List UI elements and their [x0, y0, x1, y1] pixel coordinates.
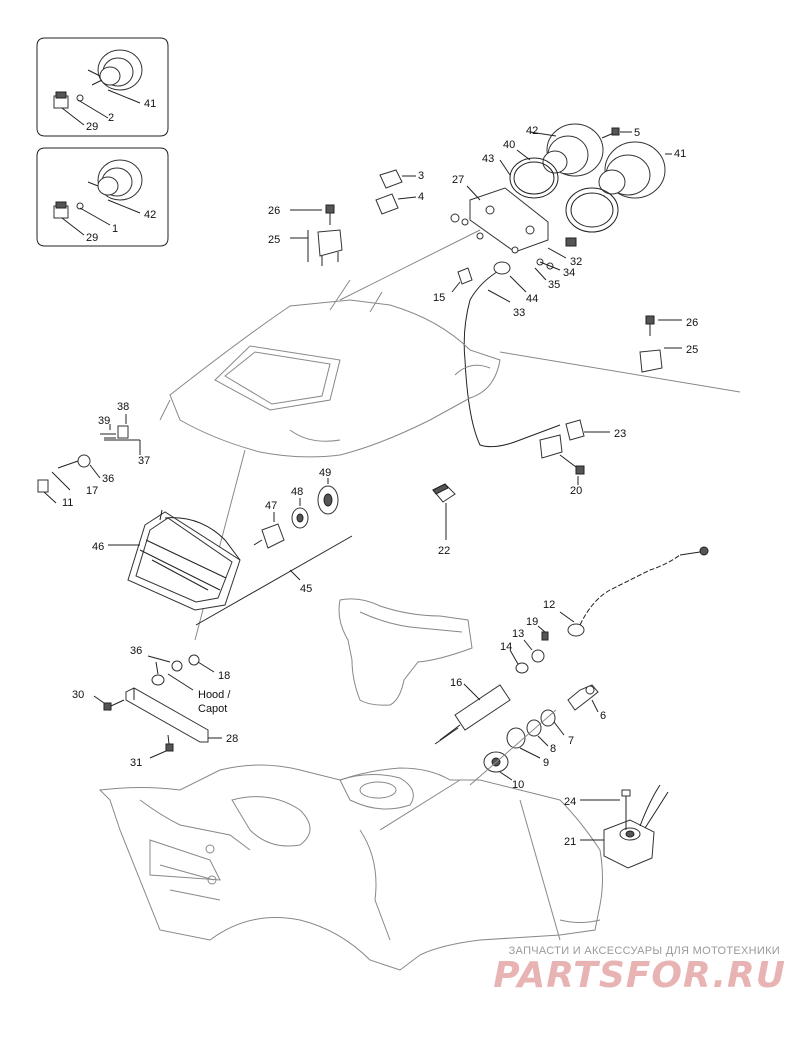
capot-label: Capot: [198, 703, 227, 715]
callout-25: 25: [268, 234, 280, 246]
callout-24: 24: [564, 796, 576, 808]
ring-40-icon: [509, 157, 559, 199]
callout-4: 4: [418, 191, 424, 203]
callout-18: 18: [218, 670, 230, 682]
bracket-28-icon: [125, 687, 209, 743]
callout-26: 26: [686, 317, 698, 329]
frame-outline: [98, 709, 603, 971]
switch-16-icon: [434, 684, 511, 745]
callout-2: 2: [108, 112, 114, 124]
callout-44: 44: [526, 293, 538, 305]
callout-20: 20: [570, 485, 582, 497]
adjuster-group: 38 39 37 36 17 11: [37, 401, 150, 509]
callout-10: 10: [512, 779, 524, 791]
ring-41-icon: [565, 187, 619, 233]
bolt-24-icon: [621, 789, 631, 830]
callout-33: 33: [513, 307, 525, 319]
screw-5-icon: [601, 127, 620, 139]
callout-35: 35: [548, 279, 560, 291]
gauge-42-icon: [87, 159, 143, 201]
bracket-27-icon: [450, 187, 577, 270]
cable-33-icon: [463, 261, 561, 448]
callout-48: 48: [291, 486, 303, 498]
callout-16: 16: [450, 677, 462, 689]
callout-21: 21: [564, 836, 576, 848]
callout-29: 29: [86, 121, 98, 133]
callout-8: 8: [550, 743, 556, 755]
callout-45: 45: [300, 583, 312, 595]
connector-group: 23 20 22: [432, 419, 626, 557]
callout-15: 15: [433, 292, 445, 304]
callout-43: 43: [482, 153, 494, 165]
gauge-42-main-icon: [542, 123, 604, 177]
callout-17: 17: [86, 485, 98, 497]
callout-40: 40: [503, 139, 515, 151]
gauge-cluster-group: 42 5 43 40 41 3 4 27 32 34 35 44 33 15: [375, 123, 686, 448]
callout-46: 46: [92, 541, 104, 553]
callout-26: 26: [268, 205, 280, 217]
callout-3: 3: [418, 170, 424, 182]
switch-right-group: 26 25: [639, 315, 698, 373]
watermark-tagline: ЗАПЧАСТИ И АКСЕССУАРЫ ДЛЯ МОТОТЕХНИКИ: [508, 945, 780, 957]
tether-cord-12-icon: [567, 546, 709, 637]
callout-19: 19: [526, 616, 538, 628]
bulb-holder-3-icon: [379, 169, 403, 189]
callout-42: 42: [526, 125, 538, 137]
socket-47-icon: [253, 523, 285, 549]
clip-15-icon: [457, 267, 473, 285]
callout-12: 12: [543, 599, 555, 611]
solenoid-21-icon: [603, 784, 669, 869]
inset-speedometer-variant: 41 2 29: [36, 37, 169, 137]
air-duct-outline: [338, 598, 473, 706]
callout-7: 7: [568, 735, 574, 747]
headlight-46-icon: [127, 509, 241, 611]
key-6-icon: [567, 684, 599, 711]
callout-47: 47: [265, 500, 277, 512]
bulb-48-icon: [291, 507, 309, 529]
callout-37: 37: [138, 455, 150, 467]
callout-36: 36: [130, 645, 142, 657]
bulb-socket-29-icon: [53, 91, 84, 109]
callout-36: 36: [102, 473, 114, 485]
callout-1: 1: [112, 223, 118, 235]
callout-31: 31: [130, 757, 142, 769]
bulb-holder-4-icon: [375, 193, 399, 215]
callout-27: 27: [452, 174, 464, 186]
callout-39: 39: [98, 415, 110, 427]
hood-label: Hood /: [198, 689, 231, 701]
bulb-socket-29-icon: [53, 201, 84, 219]
callout-23: 23: [614, 428, 626, 440]
cover-49-icon: [317, 485, 339, 515]
ignition-group: 12 19 13 14 16 6 7 8 9: [434, 546, 709, 791]
callout-42: 42: [144, 209, 156, 221]
callout-41: 41: [674, 148, 686, 160]
callout-6: 6: [600, 710, 606, 722]
gauge-41-icon: [87, 49, 143, 91]
callout-32: 32: [570, 256, 582, 268]
gauge-41-main-icon: [598, 141, 666, 199]
relay-22-icon: [432, 483, 456, 503]
callout-13: 13: [512, 628, 524, 640]
switch-left-group: 26 25: [268, 204, 343, 266]
callout-41: 41: [144, 98, 156, 110]
inset-tachometer-variant: 42 1 29: [36, 147, 169, 247]
bracket-group: 36 18 Hood / Capot 28 30 31: [72, 645, 238, 769]
callout-34: 34: [563, 267, 575, 279]
callout-29: 29: [86, 232, 98, 244]
callout-30: 30: [72, 689, 84, 701]
solenoid-group: 24 21: [564, 784, 669, 869]
callout-11: 11: [62, 497, 73, 509]
callout-28: 28: [226, 733, 238, 745]
callout-5: 5: [634, 127, 640, 139]
callout-22: 22: [438, 545, 450, 557]
callout-38: 38: [117, 401, 129, 413]
callout-14: 14: [500, 641, 512, 653]
hood-console-outline: [159, 229, 741, 641]
callout-49: 49: [319, 467, 331, 479]
callout-25: 25: [686, 344, 698, 356]
headlight-group: 46 47 48 49 45 38 39: [37, 401, 353, 626]
watermark-logo: PARTSFOR.RU: [493, 955, 786, 996]
callout-9: 9: [543, 757, 549, 769]
